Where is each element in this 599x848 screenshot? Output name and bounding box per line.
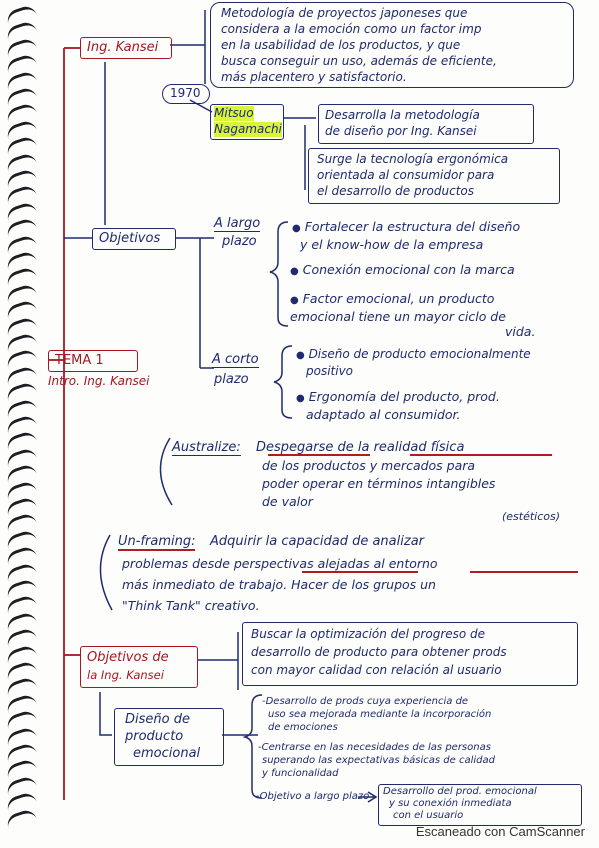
diseno-line-1: Diseño de xyxy=(125,712,190,727)
obj-kansei-box: Objetivos de la Ing. Kansei xyxy=(80,646,198,688)
diseno-item-1-line-3: de emociones xyxy=(268,722,338,733)
mitsuo-line-2: Nagamachi xyxy=(214,122,282,137)
unframing-label: Un-framing: xyxy=(118,534,196,551)
diseno-item-3: -Objetivo a largo plazo xyxy=(256,791,370,802)
objetivos-box: Objetivos xyxy=(92,228,176,250)
largo-item-1-line-2: y el know-how de la empresa xyxy=(300,237,484,252)
diseno-line-3: emocional xyxy=(133,746,201,761)
largo-item-3-line-1: ● Factor emocional, un producto xyxy=(290,291,495,306)
scanner-watermark: Escaneado con CamScanner xyxy=(415,824,585,839)
tech-desc-box: Surge la tecnología ergonómica orientada… xyxy=(308,148,560,204)
obj-kansei-desc-box: Buscar la optimización del progreso de d… xyxy=(242,622,578,686)
diseno-line-2: producto xyxy=(125,729,184,744)
objetivo-final-line-2: y su conexión inmediata xyxy=(389,798,512,809)
corto-item-2-line-1: ● Ergonomía del producto, prod. xyxy=(296,389,500,404)
largo-plazo-line-1: A largo xyxy=(214,216,261,232)
australize-line-2: de los productos y mercados para xyxy=(262,458,476,473)
diseno-item-2-line-3: y funcionalidad xyxy=(262,768,339,779)
bullet-icon: ● xyxy=(290,266,299,277)
year-oval: 1970 xyxy=(162,84,210,104)
ing-kansei-label: Ing. Kansei xyxy=(87,40,159,55)
corto-item-1-line-2: positivo xyxy=(306,364,354,378)
bullet-icon: ● xyxy=(292,223,301,234)
obj-kansei-line-2: la Ing. Kansei xyxy=(87,668,164,682)
largo-item-2-line-1: ● Conexión emocional con la marca xyxy=(290,262,515,277)
largo-plazo-line-2: plazo xyxy=(222,234,257,249)
diseno-item-2-line-2: superando las expectativas básicas de ca… xyxy=(262,755,495,766)
bullet-icon: ● xyxy=(296,350,305,361)
unframing-line-3: más inmediato de trabajo. Hacer de los g… xyxy=(122,577,436,592)
obj-kansei-desc-line-3: con mayor calidad con relación al usuari… xyxy=(251,663,502,677)
largo-item-3-line-2: emocional tiene un mayor ciclo de xyxy=(290,309,506,324)
tema-box: TEMA 1 xyxy=(48,350,138,372)
australize-line-4: de valor xyxy=(262,494,313,509)
obj-kansei-line-1: Objetivos de xyxy=(87,650,169,665)
ing-kansei-box: Ing. Kansei xyxy=(80,37,172,59)
tech-desc-line-2: orientada al consumidor para xyxy=(317,168,495,182)
australize-line-5: (estéticos) xyxy=(502,510,561,523)
bullet-icon: ● xyxy=(296,393,305,404)
kansei-def-line-2: considera a la emoción como un factor im… xyxy=(221,22,482,36)
diseno-item-1-line-1: -Desarrollo de prods cuya experiencia de xyxy=(262,696,469,707)
unframing-line-2: problemas desde perspectivas alejadas al… xyxy=(122,556,438,571)
mitsuo-desc-line-1: Desarrolla la metodología xyxy=(325,108,480,122)
unframing-line-1: Adquirir la capacidad de analizar xyxy=(210,534,424,549)
mitsuo-line-1: Mitsuo xyxy=(214,106,254,121)
diseno-item-1-line-2: uso sea mejorada mediante la incorporaci… xyxy=(268,709,492,720)
unframing-line-4: "Think Tank" creativo. xyxy=(122,598,260,613)
mitsuo-desc-box: Desarrolla la metodología de diseño por … xyxy=(318,104,534,144)
diseno-item-2-line-1: -Centrarse en las necesidades de las per… xyxy=(258,742,491,753)
largo-item-1-line-1: ● Fortalecer la estructura del diseño xyxy=(292,219,521,234)
australize-line-1: Despegarse de la realidad física xyxy=(256,440,465,455)
corto-item-1-line-1: ● Diseño de producto emocionalmente xyxy=(296,347,531,361)
tema-label: TEMA 1 xyxy=(55,353,104,368)
tema-subtitle: Intro. Ing. Kansei xyxy=(48,374,150,388)
objetivo-final-line-3: con el usuario xyxy=(393,810,464,821)
mitsuo-desc-line-2: de diseño por Ing. Kansei xyxy=(325,124,477,138)
mitsuo-box: Mitsuo Nagamachi xyxy=(210,104,284,140)
objetivo-final-box: Desarrollo del prod. emocional y su cone… xyxy=(378,784,582,826)
diseno-emocional-box: Diseño de producto emocional xyxy=(114,708,224,766)
tech-desc-line-1: Surge la tecnología ergonómica xyxy=(317,152,509,166)
australize-line-3: poder operar en términos intangibles xyxy=(262,476,496,491)
obj-kansei-desc-line-2: desarrollo de producto para obtener prod… xyxy=(251,645,507,659)
corto-item-2-line-2: adaptado al consumidor. xyxy=(306,407,461,422)
largo-item-3-line-3: vida. xyxy=(505,324,536,339)
kansei-def-line-3: en la usabilidad de los productos, y que xyxy=(221,38,461,52)
objetivos-label: Objetivos xyxy=(99,231,161,246)
kansei-def-line-1: Metodología de proyectos japoneses que xyxy=(221,6,468,20)
kansei-definition-box: Metodología de proyectos japoneses que c… xyxy=(210,2,574,88)
tech-desc-line-3: el desarrollo de productos xyxy=(317,184,474,198)
australize-label: Australize: xyxy=(172,440,241,456)
bullet-icon: ● xyxy=(290,295,299,306)
kansei-def-line-4: busca conseguir un uso, además de eficie… xyxy=(221,54,497,68)
year-label: 1970 xyxy=(170,86,201,100)
kansei-def-line-5: más placentero y satisfactorio. xyxy=(221,70,407,84)
corto-plazo-line-2: plazo xyxy=(214,372,249,387)
corto-plazo-line-1: A corto xyxy=(212,352,259,368)
objetivo-final-line-1: Desarrollo del prod. emocional xyxy=(383,786,537,797)
obj-kansei-desc-line-1: Buscar la optimización del progreso de xyxy=(251,627,486,641)
